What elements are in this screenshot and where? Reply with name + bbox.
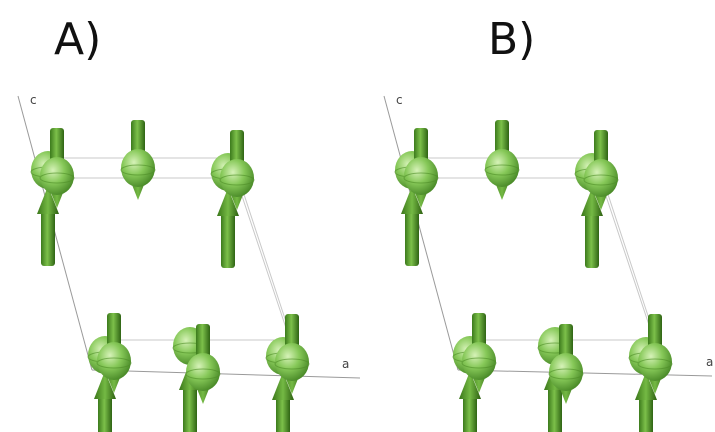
spin-arrow-bottom-1-partner bbox=[461, 313, 497, 393]
spin-arrow-bottom-4-partner bbox=[637, 314, 673, 394]
a-axis-label: a bbox=[706, 355, 713, 369]
panel-b-cell: c a bbox=[383, 93, 713, 432]
spin-arrow-top-1-partner bbox=[39, 128, 75, 208]
c-axis-label: c bbox=[396, 93, 403, 107]
a-axis-label: a bbox=[342, 357, 349, 371]
c-axis-label: c bbox=[30, 93, 37, 107]
panel-a-spins bbox=[30, 120, 310, 432]
panel-b-label: B) bbox=[488, 14, 536, 65]
spin-arrow-top-2 bbox=[484, 120, 520, 200]
spin-arrow-top-1-partner bbox=[403, 128, 439, 208]
spin-arrow-top-3-partner bbox=[219, 130, 255, 210]
a-axis-line bbox=[91, 369, 361, 379]
spin-arrow-bottom-4-partner bbox=[274, 314, 310, 394]
spin-arrow-top-2 bbox=[120, 120, 156, 200]
spin-arrow-bottom-3 bbox=[548, 324, 584, 404]
panel-a-label: A) bbox=[54, 14, 102, 65]
panel-a-cell: c a bbox=[17, 93, 361, 432]
spin-arrow-bottom-3 bbox=[185, 324, 221, 404]
panel-b-spins bbox=[394, 120, 673, 432]
spin-arrow-bottom-1-partner bbox=[96, 313, 132, 393]
a-axis-line bbox=[457, 369, 713, 377]
c-axis-line bbox=[383, 95, 459, 371]
spin-arrow-top-3-partner bbox=[583, 130, 619, 210]
